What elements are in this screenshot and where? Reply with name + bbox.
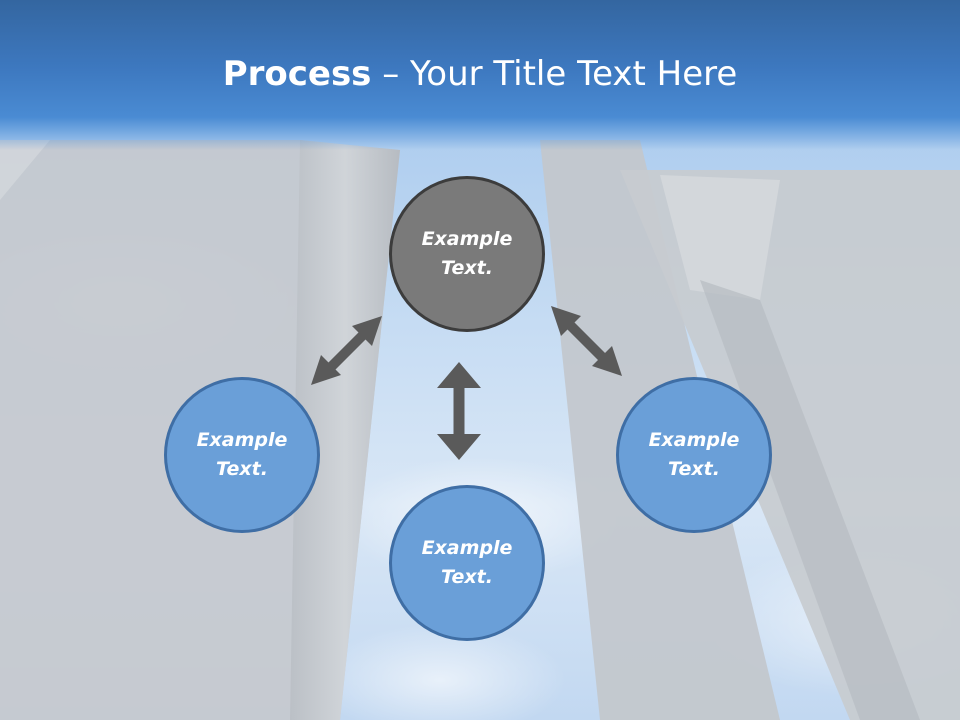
node-top[interactable]: Example Text. <box>389 176 545 332</box>
node-bottom-label: Example Text. <box>421 537 513 588</box>
left-column-flute <box>290 140 400 720</box>
page-title: Process – Your Title Text Here <box>0 52 960 96</box>
node-top-label: Example Text. <box>421 228 513 279</box>
right-column-capital <box>660 175 780 300</box>
right-column-flute <box>700 280 920 720</box>
left-column-shadow <box>0 140 50 200</box>
node-left-label: Example Text. <box>196 429 288 480</box>
title-bar <box>0 0 960 150</box>
node-left[interactable]: Example Text. <box>164 377 320 533</box>
node-bottom[interactable]: Example Text. <box>389 485 545 641</box>
node-right-label: Example Text. <box>648 429 740 480</box>
title-bold: Process <box>222 54 372 94</box>
node-right[interactable]: Example Text. <box>616 377 772 533</box>
title-rest: – Your Title Text Here <box>371 54 738 94</box>
